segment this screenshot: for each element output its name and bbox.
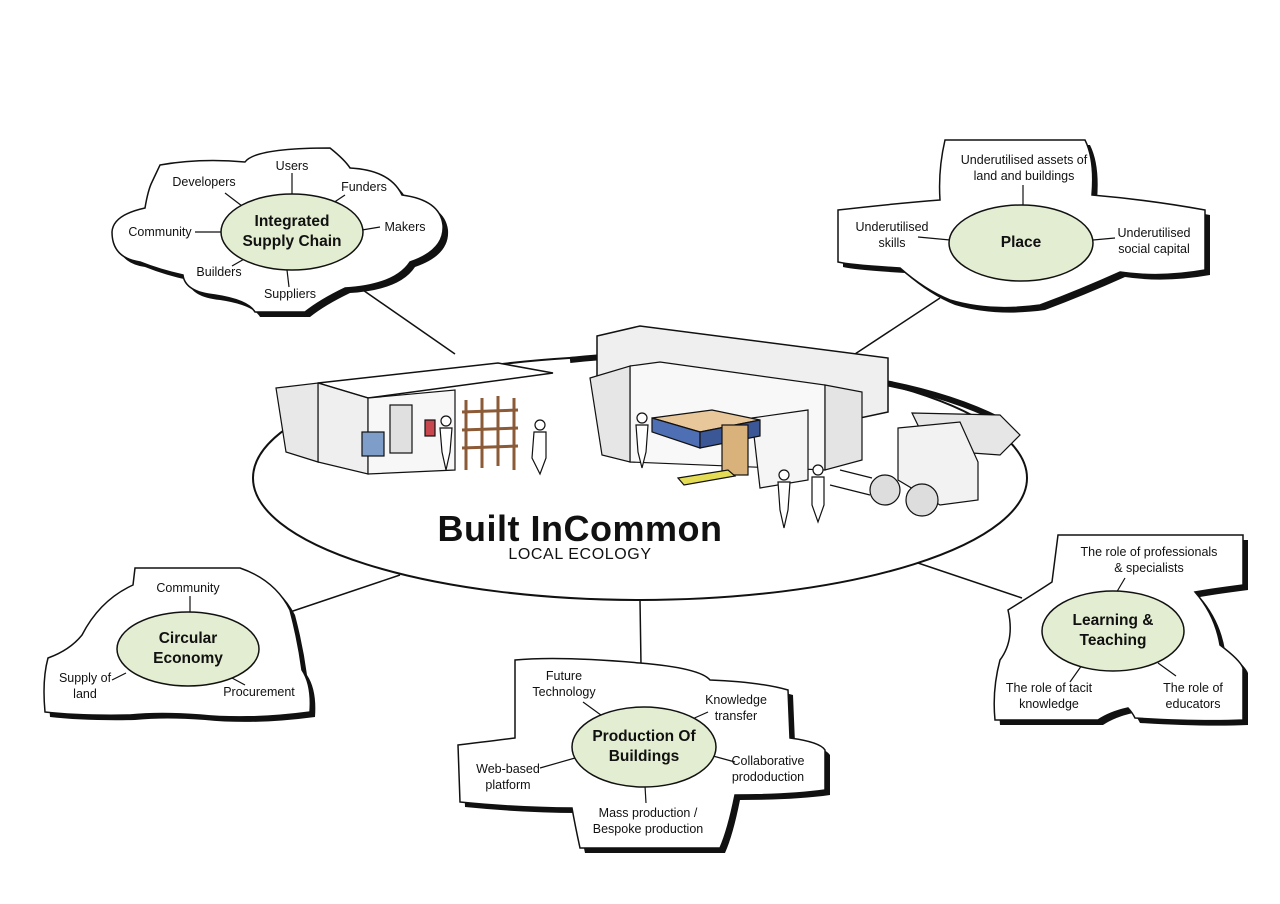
label-collaborative-production: Collaborative prododuction (731, 754, 805, 784)
label-underutilised-skills: Underutilised skills (855, 220, 929, 250)
connector-circular (289, 574, 401, 613)
label-role-of-educators: The role of educators (1163, 681, 1223, 711)
label-future-technology: Future Technology (532, 669, 596, 699)
label-suppliers: Suppliers (263, 287, 317, 301)
hub-place: Place (1000, 234, 1042, 251)
label-role-of-professionals: The role of professionals & specialists (1080, 545, 1218, 575)
label-funders: Funders (341, 180, 387, 194)
label-role-of-tacit-knowledge: The role of tacit knowledge (1005, 681, 1093, 711)
diagram-subtitle: LOCAL ECOLOGY (508, 546, 652, 563)
connector-production (639, 599, 642, 666)
hub-supply-ellipse (220, 193, 364, 271)
label-knowledge-transfer: Knowledge transfer (705, 693, 767, 723)
label-makers: Makers (384, 220, 426, 234)
pavilion-workshop-illustration (275, 362, 554, 476)
label-web-based-platform: Web-based platform (476, 762, 540, 792)
label-developers: Developers (172, 175, 236, 189)
hub-production-of-buildings: Production Of Buildings (592, 728, 696, 765)
label-procurement: Procurement (223, 685, 295, 699)
factory-container-illustration (589, 325, 1021, 529)
label-mass-bespoke-production: Mass production / Bespoke production (592, 806, 704, 836)
connector-supply (359, 287, 456, 355)
label-underutilised-assets: Underutilised assets of land and buildin… (960, 153, 1088, 183)
hub-ellipses (116, 193, 1185, 788)
hub-learning-ellipse (1041, 590, 1185, 672)
label-supply-of-land: Supply of land (58, 671, 112, 701)
hub-place-ellipse (948, 204, 1094, 282)
connector-learning (917, 562, 1023, 599)
connector-place (854, 297, 941, 355)
label-community: Community (156, 581, 220, 595)
hub-circular-ellipse (116, 611, 260, 687)
hub-learning-teaching: Learning & Teaching (1072, 612, 1154, 649)
spoke-lines (111, 173, 1177, 804)
hub-production-ellipse (571, 706, 717, 788)
label-builders: Builders (196, 265, 242, 279)
connector-lines (289, 287, 1023, 666)
hub-circular-economy: Circular Economy (153, 630, 223, 667)
label-users: Users (275, 159, 309, 173)
hub-supply-chain: Integrated Supply Chain (242, 213, 342, 250)
diagram-title: Built InCommon (437, 508, 723, 549)
label-underutilised-social-capital: Underutilised social capital (1117, 226, 1191, 256)
label-community: Community (128, 225, 192, 239)
